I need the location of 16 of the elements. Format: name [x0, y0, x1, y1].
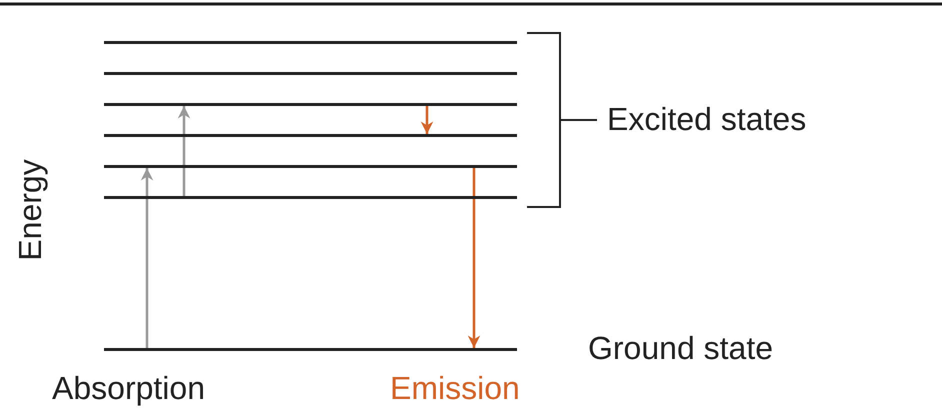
bracket-label: Excited states	[607, 103, 806, 135]
energy-level-line	[104, 41, 517, 44]
energy-level-line	[104, 165, 517, 168]
transition-arrow	[140, 168, 154, 348]
energy-level-line	[104, 196, 517, 199]
process-label: Absorption	[52, 372, 205, 404]
transition-arrow	[468, 168, 480, 348]
transition-arrow	[420, 106, 434, 134]
energy-level-line	[104, 103, 517, 106]
transition-arrow	[178, 106, 190, 196]
level-label: Ground state	[588, 332, 773, 364]
energy-level-line	[104, 72, 517, 75]
axis-label: Energy	[14, 159, 46, 261]
energy-level-line	[104, 134, 517, 137]
energy-level-line	[104, 348, 517, 351]
process-label: Emission	[390, 372, 520, 404]
